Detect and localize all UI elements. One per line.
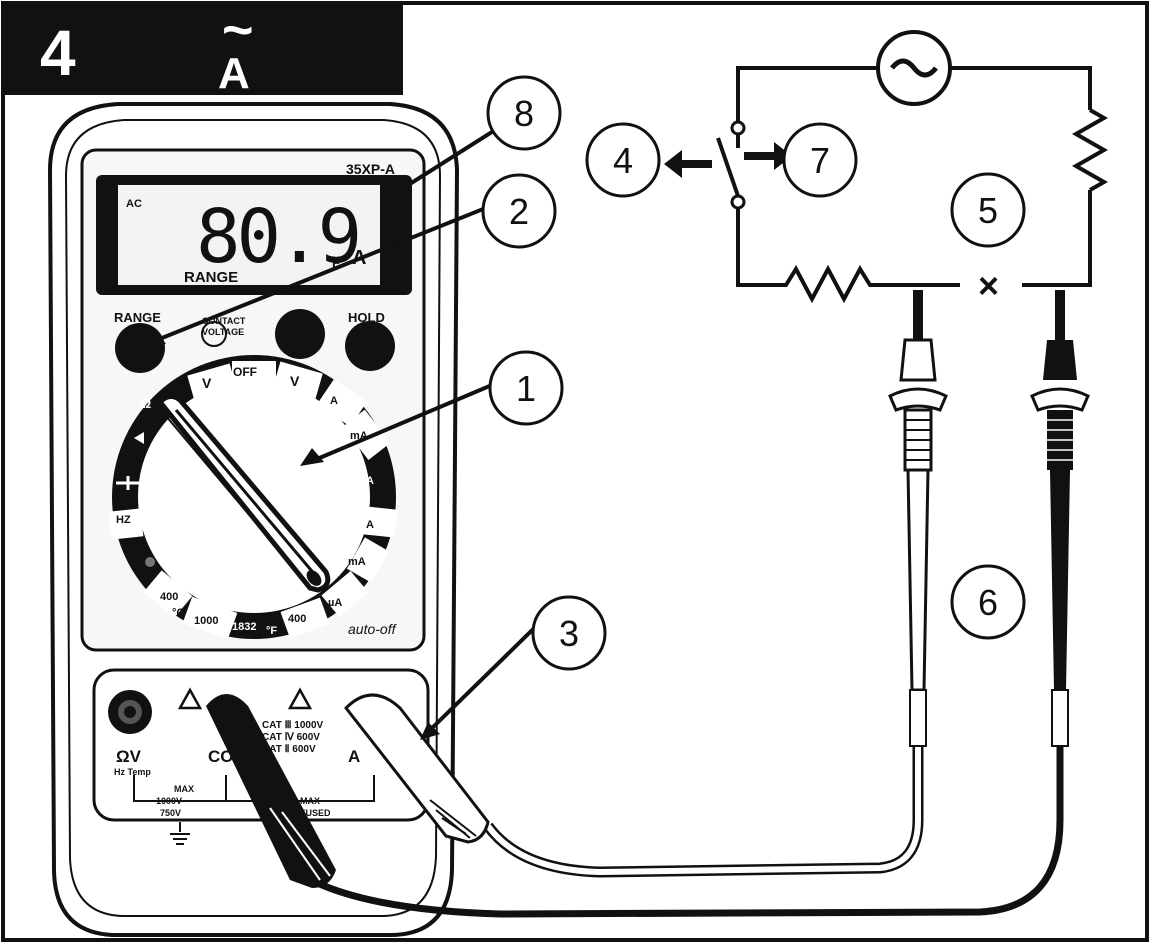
- callout-8-label: 8: [514, 93, 534, 134]
- cat-rating-1: CAT Ⅲ 1000V: [262, 720, 324, 731]
- v-ohm-jack-label: ΩV: [116, 747, 142, 766]
- callout-2-label: 2: [509, 191, 529, 232]
- auto-off-label: auto-off: [348, 621, 398, 637]
- max-label-left: MAX: [174, 784, 194, 794]
- switch-blade: [716, 137, 740, 197]
- step-number: 4: [40, 17, 76, 89]
- multimeter: AC 80.9 µ A RANGE 35XP-A RANGE CONTACT V…: [47, 102, 460, 937]
- callout-5-label: 5: [978, 190, 998, 231]
- dial-pos-v-ac: V: [290, 373, 300, 389]
- load-resistor-right: [1071, 108, 1109, 192]
- callout-1-label: 1: [516, 368, 536, 409]
- callout-2-arrowhead: [142, 330, 166, 346]
- warning-icon-right: [287, 687, 313, 710]
- dial-pos-hz: HZ: [116, 514, 131, 526]
- header-block: 4 A ~: [5, 0, 403, 98]
- warning-icon-left: [177, 687, 203, 710]
- hold-button-label: HOLD: [348, 310, 385, 325]
- black-probe: [1030, 290, 1090, 747]
- callout-1: [488, 350, 564, 426]
- callout-4-label: 4: [613, 140, 633, 181]
- callout-3-label: 3: [559, 613, 579, 654]
- dial-pos-1000: 1000: [194, 615, 218, 627]
- max-label-right: MAX: [300, 796, 320, 806]
- callout-1-arrowhead: [300, 448, 324, 466]
- dial-pos-ua-dc: A: [366, 475, 374, 487]
- range-button-label: RANGE: [114, 310, 161, 325]
- hold-button[interactable]: [345, 321, 395, 371]
- callout-8-arrowhead: [386, 182, 408, 200]
- dial-pos-deg-c: °C: [172, 607, 184, 619]
- model-label: 35XP-A: [346, 161, 395, 177]
- callout-7-label: 7: [810, 140, 830, 181]
- contact-voltage-label-2: VOLTAGE: [202, 327, 244, 337]
- a-jack-label: A: [348, 747, 360, 766]
- callout-3: [531, 595, 607, 671]
- circuit: ×: [664, 30, 1109, 306]
- contact-voltage-icon: [201, 321, 227, 347]
- lcd-unit-prefix: µ: [332, 251, 340, 267]
- callout-6-label: 6: [978, 582, 998, 623]
- switch-contact-bottom: [730, 194, 746, 210]
- com-plug: [206, 694, 336, 888]
- a-plug: [344, 693, 490, 844]
- callout-6: [950, 564, 1026, 640]
- black-lead-wire: [298, 746, 1064, 918]
- diode-icon: [145, 557, 155, 567]
- callout-8: [486, 75, 562, 151]
- contact-voltage-button[interactable]: [275, 309, 325, 359]
- dial-pos-v-dc: V: [202, 375, 212, 391]
- load-resistor-bottom: [736, 208, 960, 304]
- dial-pos-400f: 400: [288, 613, 306, 625]
- arrow-right-icon: [744, 142, 792, 170]
- switch-contact-top: [730, 120, 746, 136]
- dial-pos-ma-ac: mA: [348, 556, 366, 568]
- callout-3-arrowhead: [420, 722, 440, 740]
- ground-icon: [170, 822, 190, 845]
- rotary-dial[interactable]: V OFF V A mA A A mA µA 400 °F 1832 1000 …: [108, 355, 398, 640]
- max-1000v: 1000V: [156, 796, 182, 806]
- range-button[interactable]: [115, 323, 165, 373]
- callout-5: [950, 172, 1026, 248]
- dial-pos-400c: 400: [160, 591, 178, 603]
- dial-pos-a-ac: A: [366, 519, 374, 531]
- lcd-range: RANGE: [184, 269, 238, 286]
- circuit-break-mark: ×: [978, 265, 999, 306]
- callouts: 1 2 3 4 5 6 7 8: [142, 75, 1026, 740]
- callout-4: [585, 122, 661, 198]
- callout-2: [481, 173, 557, 249]
- continuity-icon: [134, 432, 144, 444]
- lcd-reading: 80.9: [196, 194, 358, 280]
- mode-tilde: ~: [222, 0, 254, 60]
- dial-pos-1832: 1832: [232, 621, 256, 633]
- cat-rating-3: CAT Ⅱ 600V: [262, 744, 316, 755]
- callout-7: [782, 122, 858, 198]
- arrow-left-icon: [664, 150, 712, 178]
- fused-label: FUSED: [300, 808, 331, 818]
- max-750v: 750V: [160, 808, 181, 818]
- dial-pos-a-dc: A: [330, 395, 338, 407]
- capacitance-icon: [116, 476, 140, 490]
- red-probe: [888, 290, 948, 747]
- dial-pos-ua-ac: µA: [328, 597, 342, 609]
- cat-rating-2: CAT Ⅳ 600V: [262, 732, 320, 743]
- v-ohm-jack-sublabel: Hz Temp: [114, 767, 151, 777]
- lcd-mode: AC: [126, 198, 142, 210]
- dial-pos-off: OFF: [233, 365, 257, 379]
- contact-voltage-label-1: CONTACT: [202, 316, 246, 326]
- dial-pos-deg-f: °F: [266, 625, 277, 637]
- mode-symbol: A: [218, 49, 250, 98]
- dial-pos-ohm: Ω: [140, 395, 151, 411]
